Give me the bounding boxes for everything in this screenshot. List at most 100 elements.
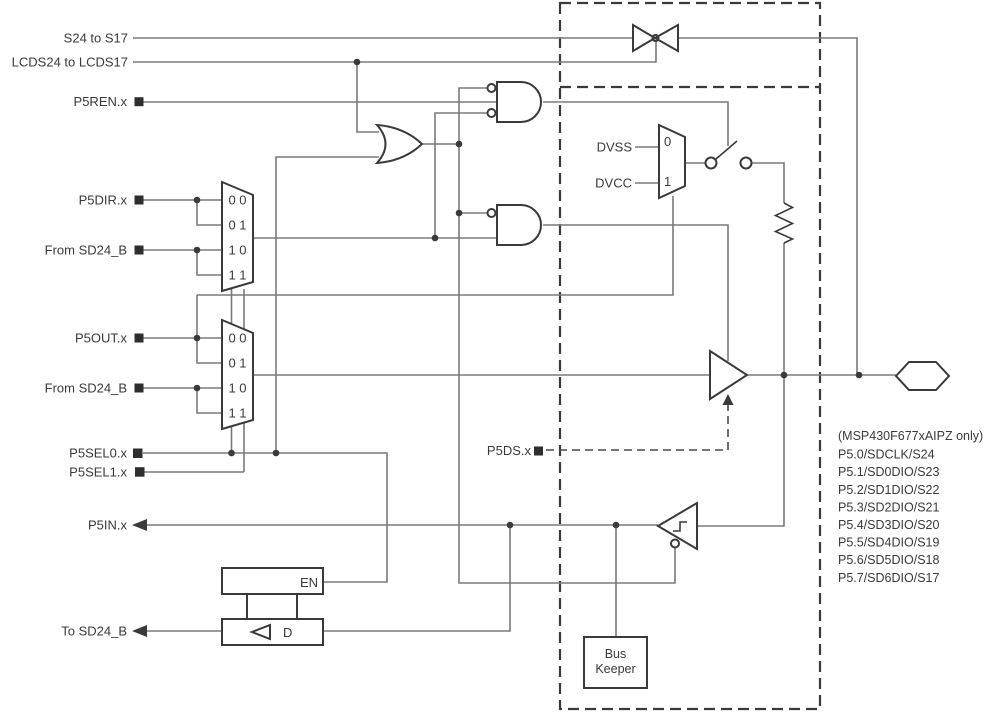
mux2-output: 0 0 0 1 1 0 1 1 bbox=[221, 318, 254, 431]
p5ren-square bbox=[134, 97, 144, 107]
bus-keeper-box bbox=[583, 636, 648, 689]
to-sd24-arrow-icon bbox=[132, 625, 147, 637]
bus-keeper-label-2: Keeper bbox=[595, 662, 635, 676]
p5out-square bbox=[134, 333, 144, 343]
wire-p5sel0 bbox=[143, 452, 388, 583]
and-gate-1 bbox=[486, 81, 542, 123]
latch-en-box bbox=[221, 567, 324, 595]
mux2-row0-label: 0 0 bbox=[228, 331, 246, 346]
wire-from-sd24-1 bbox=[143, 249, 222, 276]
wire-from-sd24-2 bbox=[143, 387, 222, 414]
wire-and1-out-switch-ctl bbox=[543, 101, 729, 146]
wire-mux1-to-and1 bbox=[434, 112, 488, 238]
wire-lcds bbox=[133, 41, 657, 63]
mux1-direction: 0 0 0 1 1 0 1 1 bbox=[221, 180, 254, 293]
p5dir-label: P5DIR.x bbox=[79, 193, 128, 208]
wire-latch-d-input bbox=[323, 525, 511, 632]
pull-resistor-icon bbox=[773, 202, 795, 244]
mux1-row0-label: 0 0 bbox=[228, 193, 246, 208]
input-latch: EN D bbox=[221, 567, 324, 646]
and-gate-2 bbox=[486, 204, 542, 246]
wire-p5out bbox=[143, 295, 222, 364]
wire-or-net-vertical bbox=[458, 87, 676, 584]
register-bit-squares bbox=[133, 97, 543, 477]
bus-keeper: Bus Keeper bbox=[583, 636, 648, 689]
p5sel0-label: P5SEL0.x bbox=[69, 446, 127, 461]
lcds-label: LCDS24 to LCDS17 bbox=[12, 55, 128, 70]
latch-clock-triangle-icon bbox=[249, 623, 271, 641]
p5ren-label: P5REN.x bbox=[74, 94, 128, 109]
pin-note-title: (MSP430F677xAIPZ only) bbox=[838, 429, 983, 443]
dashed-border-rect bbox=[558, 1, 822, 711]
p5ds-control bbox=[546, 394, 734, 451]
from-sd24-2-square bbox=[134, 383, 144, 393]
wire-resistor-to-input-buffer bbox=[697, 243, 785, 527]
switch-contact-right-icon bbox=[739, 156, 753, 170]
mux1-row3-label: 1 1 bbox=[228, 268, 246, 283]
pull-resistor-mux: 0 1 bbox=[658, 123, 686, 200]
bus-keeper-label-1: Bus bbox=[605, 647, 627, 661]
mux2-row1-label: 0 1 bbox=[228, 356, 246, 371]
wire-switch-to-resistor bbox=[752, 162, 785, 203]
pin-note-line: P5.7/SD6DIO/S17 bbox=[838, 571, 939, 585]
input-schmitt-buffer bbox=[656, 501, 698, 551]
p5ds-arrow-up-icon bbox=[722, 394, 734, 405]
pin-note-line: P5.0/SDCLK/S24 bbox=[838, 448, 935, 462]
and2-bubble-top-icon bbox=[486, 208, 497, 218]
mux2-row3-label: 1 1 bbox=[228, 406, 246, 421]
switch-lever-icon bbox=[715, 140, 738, 160]
p5dir-square bbox=[134, 195, 144, 205]
from-sd24-2-label: From SD24_B bbox=[45, 381, 127, 396]
wire-pull-direction-select bbox=[197, 196, 674, 296]
p5sel1-square bbox=[135, 467, 145, 477]
pullmux-in1-label: 1 bbox=[664, 174, 671, 189]
mux1-row2-label: 1 0 bbox=[228, 243, 246, 258]
or-gate bbox=[374, 123, 424, 165]
pin-note-line: P5.5/SD4DIO/S19 bbox=[838, 536, 939, 550]
mux1-row1-label: 0 1 bbox=[228, 218, 246, 233]
dvcc-label: DVCC bbox=[595, 176, 632, 191]
pull-enable-switch bbox=[704, 140, 753, 170]
p5in-label: P5IN.x bbox=[88, 518, 128, 533]
s24-label: S24 to S17 bbox=[64, 31, 128, 46]
latch-neck bbox=[246, 594, 298, 619]
pin-note-line: P5.4/SD3DIO/S20 bbox=[838, 518, 939, 532]
and1-bubble-top-icon bbox=[486, 83, 497, 93]
pad-hexagon bbox=[894, 361, 951, 391]
output-driver-buffer bbox=[709, 349, 749, 401]
pin-note: (MSP430F677xAIPZ only) P5.0/SDCLK/S24 P5… bbox=[838, 429, 983, 585]
pullmux-in0-label: 0 bbox=[664, 134, 671, 149]
to-sd24-label: To SD24_B bbox=[61, 624, 127, 639]
wire-or-bottom-input bbox=[275, 156, 379, 453]
wire-p5dir bbox=[143, 199, 222, 226]
p5sel0-square bbox=[133, 448, 143, 458]
pin-note-line: P5.6/SD5DIO/S18 bbox=[838, 553, 939, 567]
latch-d-label: D bbox=[283, 625, 292, 640]
mux2-row2-label: 1 0 bbox=[228, 381, 246, 396]
input-buffer-enable-bubble-icon bbox=[670, 538, 680, 549]
signal-labels: S24 to S17 LCDS24 to LCDS17 P5REN.x P5DI… bbox=[12, 31, 633, 639]
schmitt-hysteresis-icon bbox=[673, 521, 687, 532]
p5ds-square bbox=[534, 446, 543, 456]
wire-p5ds-dashed bbox=[546, 404, 729, 451]
p5ds-label: P5DS.x bbox=[487, 443, 532, 458]
dvss-label: DVSS bbox=[597, 140, 633, 155]
wire-or-top-input bbox=[356, 62, 379, 133]
pin-note-line: P5.2/SD1DIO/S22 bbox=[838, 483, 939, 497]
pin-note-line: P5.1/SD0DIO/S23 bbox=[838, 465, 939, 479]
pad-logic-dashed-box bbox=[558, 1, 822, 711]
from-sd24-1-square bbox=[134, 245, 144, 255]
wire-s24-right bbox=[678, 37, 858, 375]
pin-note-line: P5.3/SD2DIO/S21 bbox=[838, 500, 939, 514]
latch-en-label: EN bbox=[300, 575, 318, 590]
and1-bubble-bottom-icon bbox=[486, 108, 497, 118]
p5sel1-label: P5SEL1.x bbox=[69, 465, 127, 480]
lcd-analog-switch-icon bbox=[632, 23, 679, 53]
wire-and2-out-buffer-enable bbox=[543, 224, 729, 361]
from-sd24-1-label: From SD24_B bbox=[45, 243, 127, 258]
latch-d-box bbox=[221, 618, 324, 646]
p5out-label: P5OUT.x bbox=[75, 331, 128, 346]
junction-dots bbox=[193, 58, 863, 529]
